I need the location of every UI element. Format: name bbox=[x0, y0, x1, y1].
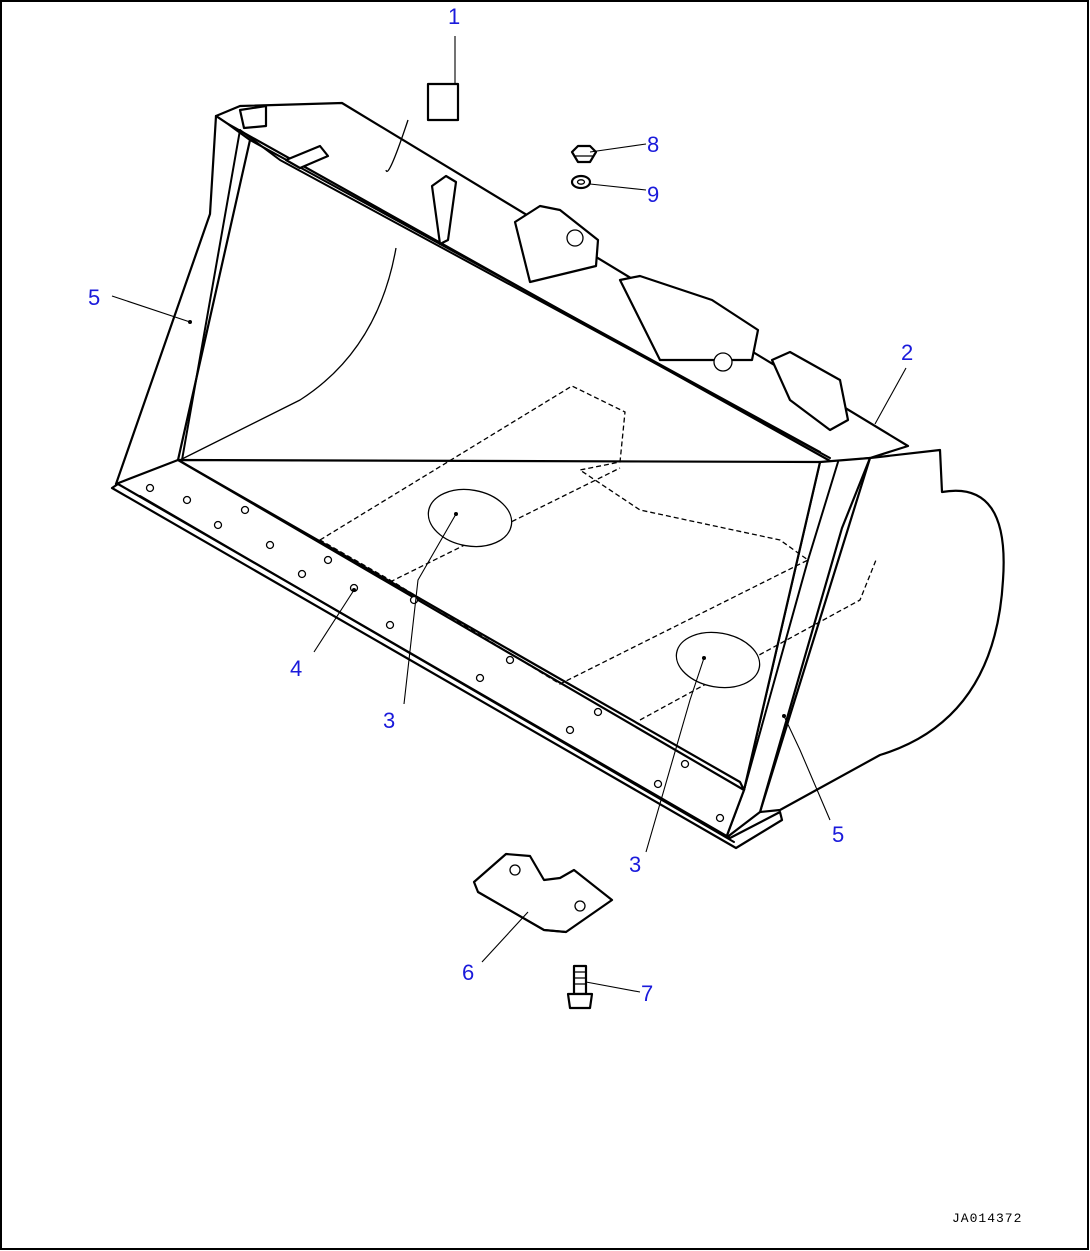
wear-plate-left bbox=[427, 488, 513, 548]
mounting-brackets bbox=[238, 104, 850, 432]
drawing-code: JA014372 bbox=[952, 1211, 1022, 1226]
left-side-plate bbox=[114, 114, 252, 486]
callout-9: 9 bbox=[647, 182, 659, 207]
callout-5-left: 5 bbox=[88, 285, 100, 310]
left-side-inner bbox=[181, 129, 241, 461]
bucket-back-shell bbox=[758, 448, 1005, 814]
label-plate bbox=[426, 82, 460, 122]
callout-7: 7 bbox=[641, 981, 653, 1006]
bucket-top-plate bbox=[214, 101, 910, 464]
leader-lines bbox=[111, 36, 907, 993]
bucket-assembly bbox=[110, 101, 1005, 850]
bolt-icon bbox=[566, 964, 594, 1010]
top-plate-under-edge bbox=[249, 139, 821, 453]
callout-3-left: 3 bbox=[383, 708, 395, 733]
callout-5-right: 5 bbox=[832, 822, 844, 847]
callout-8: 8 bbox=[647, 132, 659, 157]
callout-4: 4 bbox=[290, 656, 302, 681]
wear-plate-right bbox=[675, 631, 761, 689]
washer-icon bbox=[570, 174, 592, 190]
callout-3-right: 3 bbox=[629, 852, 641, 877]
callout-6: 6 bbox=[462, 960, 474, 985]
back-wall-curve bbox=[179, 247, 397, 461]
shim-plate bbox=[472, 852, 614, 934]
nut-icon bbox=[570, 144, 598, 164]
cutting-edge-line bbox=[139, 495, 735, 843]
back-wall-upper bbox=[385, 119, 409, 173]
callout-2: 2 bbox=[901, 340, 913, 365]
right-side-inner bbox=[743, 461, 839, 791]
cutting-edge bbox=[110, 482, 784, 850]
callout-1: 1 bbox=[448, 4, 460, 29]
top-plate-inner-edge bbox=[239, 129, 831, 459]
